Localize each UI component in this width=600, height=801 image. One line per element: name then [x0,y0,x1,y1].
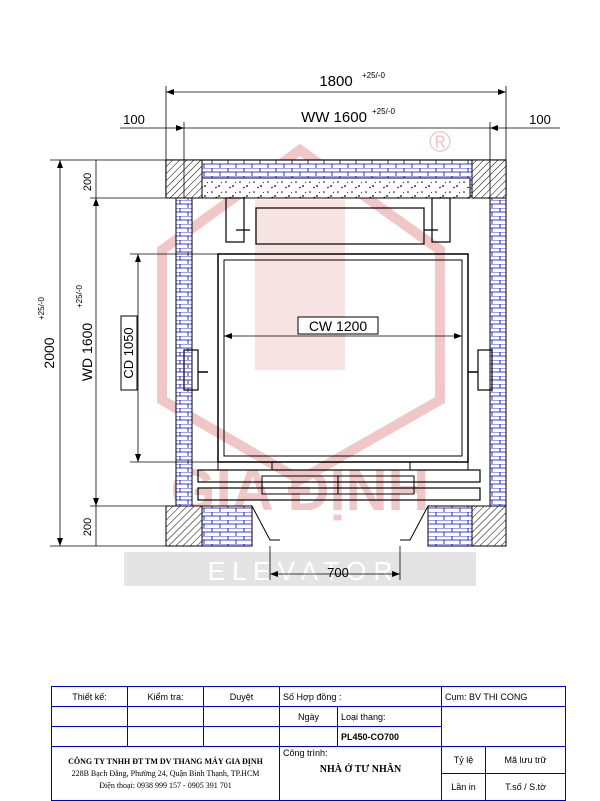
dimension-lines [50,86,560,580]
checked-by-label: Kiểm tra: [127,686,204,707]
counterweight [225,197,451,245]
elevator-type-value: PL450-CO700 [336,726,443,747]
shaft-walls [165,159,507,547]
overall-depth-tolerance: +25/-0 [37,297,46,320]
company-info: CÔNG TY TNHH ĐT TM DV THANG MÁY GIA ĐỊNH… [51,746,280,801]
door-opening-label: 700 [327,565,349,580]
car-depth-label: CD 1050 [121,327,136,378]
company-address: 228B Bạch Đằng, Phường 24, Quận Bình Thạ… [71,768,260,778]
contract-no-label: Số Hợp đồng : [278,686,443,707]
top-wall-label: 200 [82,173,94,191]
title-block: Thiết kế: Kiểm tra: Duyệt Số Hợp đồng : … [51,686,567,801]
storage-code-label: Mã lưu trữ [485,746,567,774]
left-wall-label: 100 [123,112,145,127]
shaft-width-label: WW 1600 [301,109,367,126]
shaft-depth-label: WD 1600 [79,323,95,382]
shaft-depth-tolerance: +25/-0 [75,285,84,308]
registered-mark: ® [429,126,451,159]
project-cell: Công trình: NHÀ Ở TƯ NHÂN [278,746,443,801]
approved-label: Duyệt [203,686,280,707]
shaft-width-tolerance: +25/-0 [372,107,395,116]
print-count-label: Lần in [441,773,487,801]
right-wall-label: 100 [529,112,551,127]
bottom-wall-label: 200 [82,518,94,536]
date-label: Ngày [279,706,338,727]
scale-label: Tỷ lệ [441,746,487,774]
overall-width-tolerance: +25/-0 [362,71,385,80]
elevator-car [183,253,493,541]
company-phone: Điện thoại: 0938 999 157 - 0905 391 701 [99,780,232,790]
elevator-shaft-drawing: GIA ĐỊNH E L E V A T O R ® [37,71,560,586]
overall-width-label: 1800 [319,73,352,90]
sheet-label: T.số / S.tờ [485,773,567,801]
designed-by-label: Thiết kế: [51,686,128,707]
company-name: CÔNG TY TNHH ĐT TM DV THANG MÁY GIA ĐỊNH [68,756,263,766]
watermark-sub: E L E V A T O R [208,556,393,586]
elevator-type-label: Loại thang: [336,706,443,727]
project-value: NHÀ Ở TƯ NHÂN [319,764,402,775]
car-width-label: CW 1200 [309,318,368,334]
brand-watermark: GIA ĐỊNH E L E V A T O R ® [124,126,476,586]
project-label: Công trình: [283,748,328,758]
cluster-label: Cụm: BV THI CONG [441,686,567,707]
overall-depth-label: 2000 [41,337,57,368]
